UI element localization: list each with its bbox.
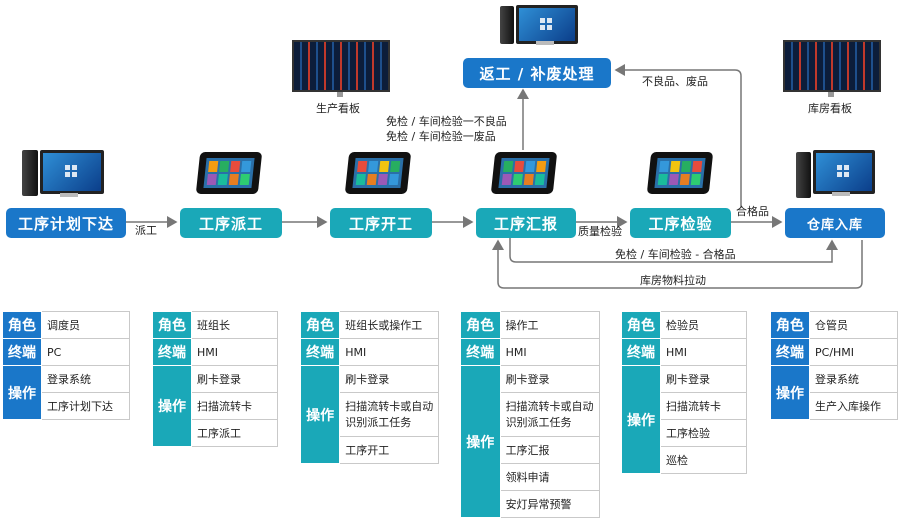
operation-header: 操作 [621,365,661,474]
label-quality-check: 质量检验 [578,225,622,238]
operation-item: 登录系统 [809,365,898,393]
terminal-value: PC/HMI [809,338,898,366]
role-header: 角色 [770,311,810,339]
windows-tablet-icon [195,152,263,194]
terminal-value: HMI [339,338,439,366]
role-value: 操作工 [499,311,601,339]
label-dispatch: 派工 [135,224,157,237]
terminal-header: 终端 [621,338,661,366]
node-dispatch[interactable]: 工序派工 [180,208,282,238]
role-value: 仓管员 [809,311,898,339]
arrow-inspect-rework [614,64,742,207]
operation-header: 操作 [460,365,501,518]
operation-item: 刷卡登录 [191,365,278,393]
terminal-header: 终端 [770,338,810,366]
label-material-pull: 库房物料拉动 [640,274,706,287]
role-header: 角色 [152,311,192,339]
role-value: 班组长 [191,311,278,339]
operation-item: 扫描流转卡或自动识别派工任务 [339,392,439,437]
terminal-header: 终端 [2,338,42,366]
operation-item: 工序计划下达 [41,392,130,420]
role-value: 班组长或操作工 [339,311,439,339]
node-report[interactable]: 工序汇报 [476,208,576,238]
role-header: 角色 [460,311,501,339]
label-exempt-scrap: 免检 / 车间检验一废品 [386,130,496,143]
operation-item: 刷卡登录 [499,365,601,393]
operation-item: 巡检 [660,446,747,474]
operation-item: 扫描流转卡 [191,392,278,420]
arrow-warehouse-report-pull [492,239,863,289]
operation-item: 登录系统 [41,365,130,393]
operation-item: 扫描流转卡 [660,392,747,420]
node-plan[interactable]: 工序计划下达 [6,208,126,238]
operation-item: 安灯异常预警 [499,490,601,518]
windows-tablet-icon [344,152,412,194]
windows-tablet-icon [490,152,558,194]
operation-header: 操作 [770,365,810,420]
production-board-label: 生产看板 [316,102,360,115]
operation-header: 操作 [2,365,42,420]
operation-item: 工序汇报 [499,436,601,464]
terminal-header: 终端 [299,338,341,366]
windows-tablet-icon [646,152,714,194]
operation-item: 刷卡登录 [339,365,439,393]
terminal-value: PC [41,338,130,366]
operation-header: 操作 [152,365,192,447]
label-qualified: 合格品 [736,205,769,218]
arrow-report-warehouse-exempt [509,238,838,263]
role-header: 角色 [621,311,661,339]
role-header: 角色 [299,311,341,339]
warehouse-board-label: 库房看板 [808,102,852,115]
node-inspect[interactable]: 工序检验 [630,208,731,238]
operation-item: 工序检验 [660,419,747,447]
terminal-header: 终端 [460,338,501,366]
role-header: 角色 [2,311,42,339]
operation-item: 刷卡登录 [660,365,747,393]
terminal-header: 终端 [152,338,192,366]
terminal-value: HMI [191,338,278,366]
operation-item: 工序派工 [191,419,278,447]
operation-item: 生产入库操作 [809,392,898,420]
operation-item: 扫描流转卡或自动识别派工任务 [499,392,601,437]
operation-header: 操作 [299,365,341,464]
node-start[interactable]: 工序开工 [330,208,432,238]
operation-item: 工序开工 [339,436,439,464]
role-value: 检验员 [660,311,747,339]
node-rework[interactable]: 返工 / 补废处理 [463,58,611,88]
terminal-value: HMI [660,338,747,366]
terminal-value: HMI [499,338,601,366]
label-defect-scrap: 不良品、废品 [642,75,708,88]
label-exempt-defect: 免检 / 车间检验一不良品 [386,115,507,128]
operation-item: 领料申请 [499,463,601,491]
label-exempt-qualified: 免检 / 车间检验 - 合格品 [615,248,736,261]
role-value: 调度员 [41,311,130,339]
node-warehouse[interactable]: 仓库入库 [785,208,885,238]
